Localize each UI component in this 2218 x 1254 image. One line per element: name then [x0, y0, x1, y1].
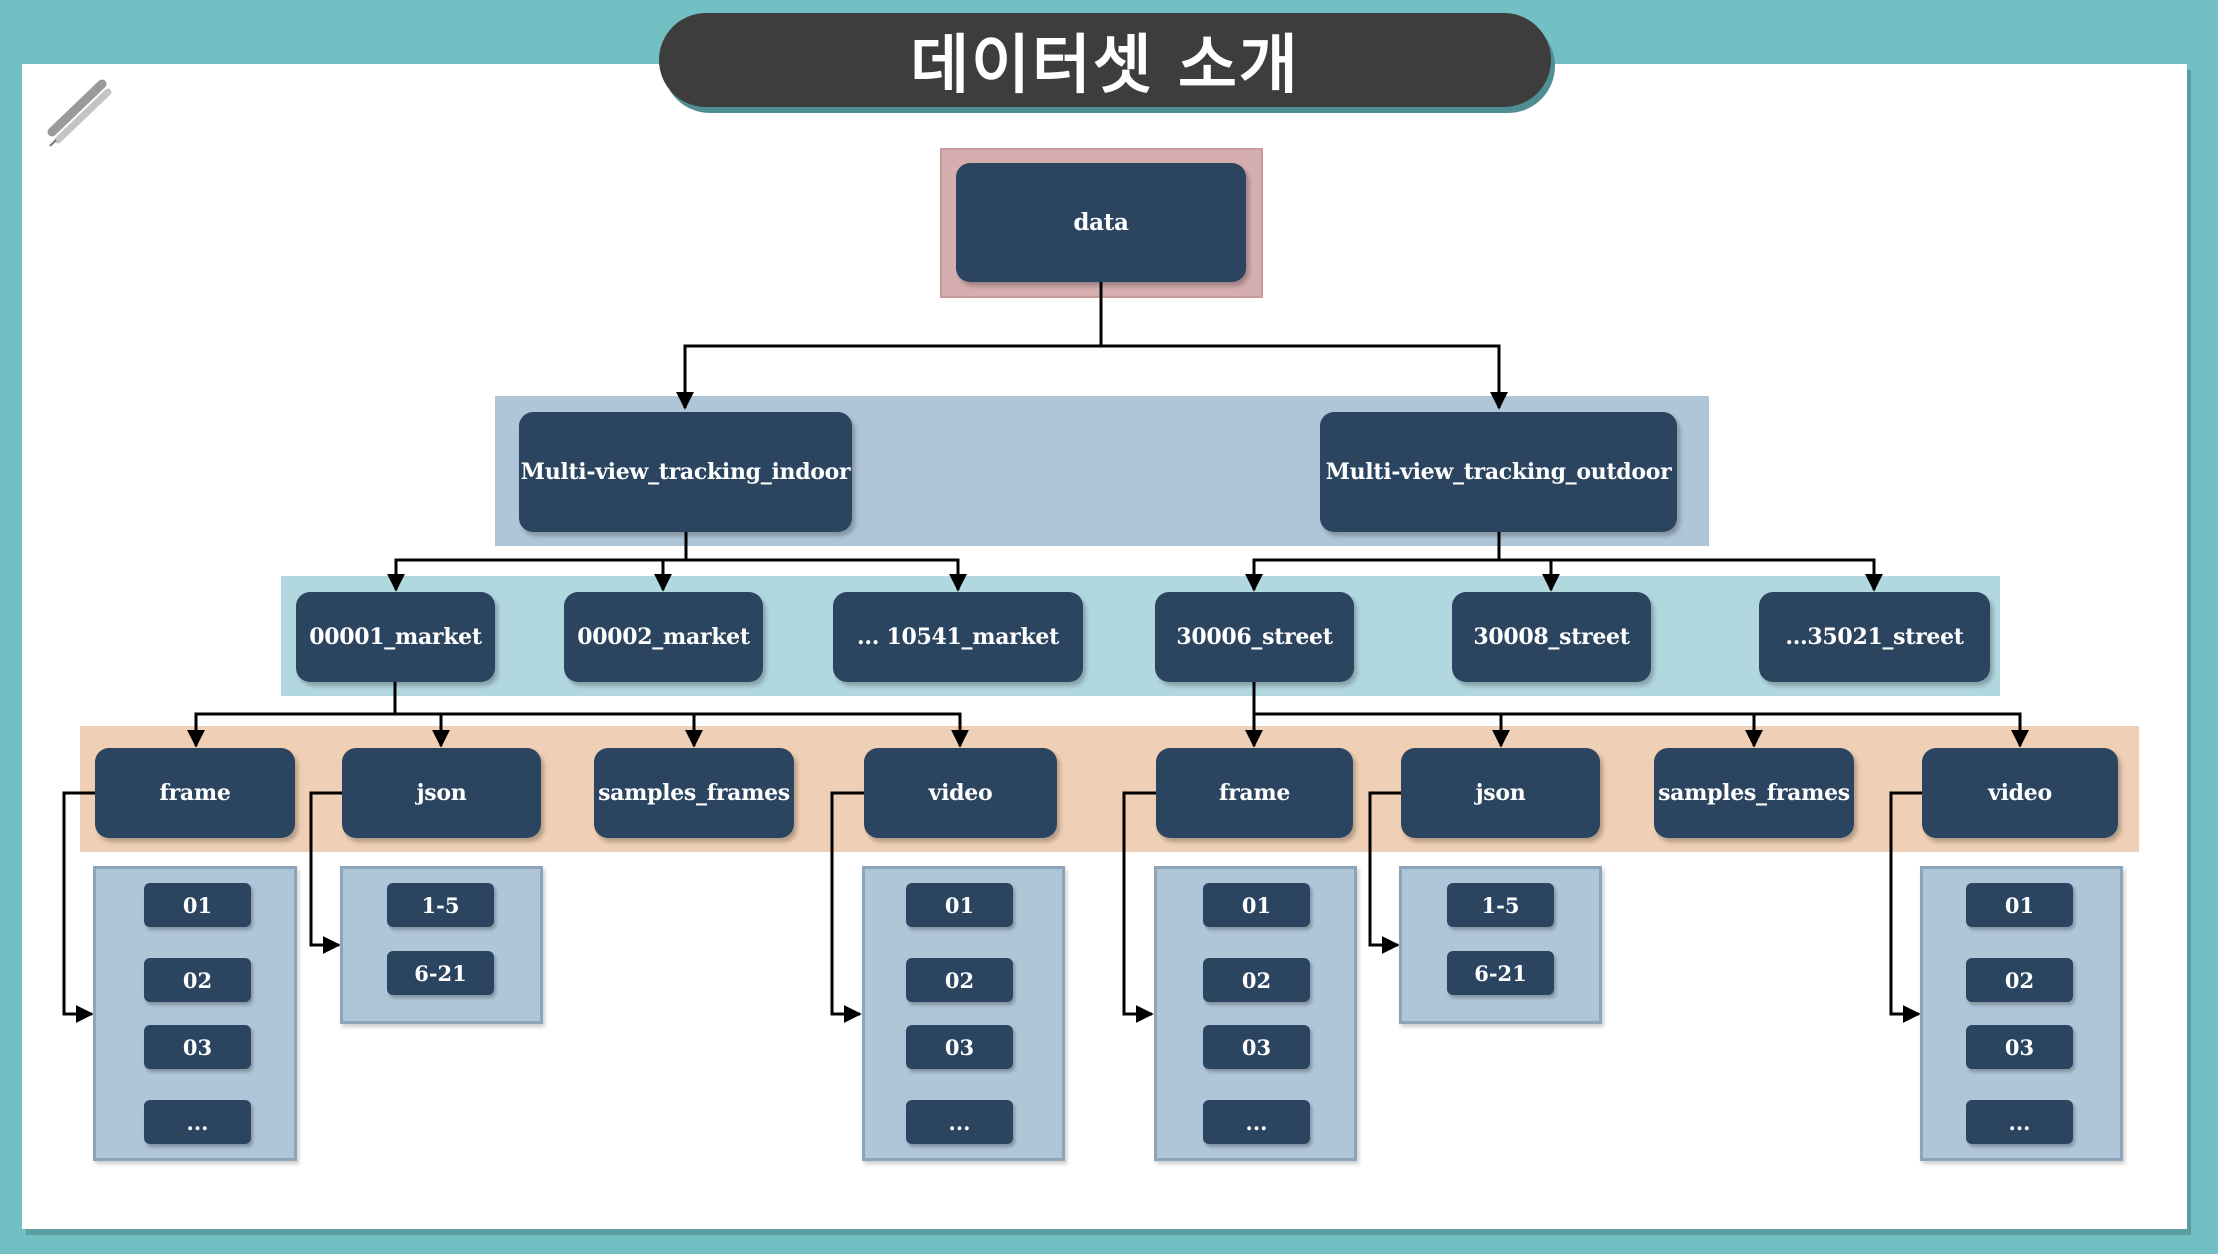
- node-35021-street: ...35021_street: [1759, 592, 1990, 682]
- chip-item: 01: [1966, 883, 2073, 927]
- pencil-icon: [47, 79, 112, 147]
- node-label: video: [928, 780, 993, 806]
- chip-item: 02: [1966, 958, 2073, 1002]
- chip-item: 03: [144, 1025, 251, 1069]
- node-label: samples_frames: [598, 780, 790, 806]
- title-banner: 데이터셋 소개: [659, 13, 1551, 107]
- chip-item: 1-5: [1447, 883, 1554, 927]
- chip-item: 01: [906, 883, 1013, 927]
- node-samples-frames-left: samples_frames: [594, 748, 794, 838]
- node-json-right: json: [1401, 748, 1600, 838]
- node-indoor: Multi-view_tracking_indoor: [519, 412, 852, 532]
- chip-item: 1-5: [387, 883, 494, 927]
- chip-item: 03: [906, 1025, 1013, 1069]
- node-frame-left: frame: [95, 748, 295, 838]
- node-label: data: [1073, 209, 1129, 236]
- chip-item: 01: [1203, 883, 1310, 927]
- node-30008-street: 30008_street: [1452, 592, 1651, 682]
- chip-item: ...: [1203, 1100, 1310, 1144]
- chip-item: 02: [144, 958, 251, 1002]
- chip-item: 02: [906, 958, 1013, 1002]
- node-video-left: video: [864, 748, 1057, 838]
- node-video-right: video: [1922, 748, 2118, 838]
- chip-item: ...: [906, 1100, 1013, 1144]
- node-label: 00001_market: [309, 624, 482, 650]
- chip-item: ...: [1966, 1100, 2073, 1144]
- node-samples-frames-right: samples_frames: [1654, 748, 1854, 838]
- node-10541-market: ... 10541_market: [833, 592, 1083, 682]
- node-label: json: [1475, 780, 1526, 806]
- node-label: 30008_street: [1473, 624, 1630, 650]
- chip-item: 02: [1203, 958, 1310, 1002]
- chip-item: 03: [1966, 1025, 2073, 1069]
- chip-item: 6-21: [1447, 951, 1554, 995]
- chip-item: ...: [144, 1100, 251, 1144]
- node-00001-market: 00001_market: [296, 592, 495, 682]
- node-30006-street: 30006_street: [1155, 592, 1354, 682]
- node-root-data: data: [956, 163, 1246, 282]
- node-label: Multi-view_tracking_indoor: [520, 459, 851, 485]
- node-label: ...35021_street: [1785, 624, 1964, 650]
- node-frame-right: frame: [1156, 748, 1353, 838]
- chip-item: 6-21: [387, 951, 494, 995]
- node-outdoor: Multi-view_tracking_outdoor: [1320, 412, 1677, 532]
- chip-item: 03: [1203, 1025, 1310, 1069]
- node-label: 00002_market: [577, 624, 750, 650]
- node-label: frame: [159, 780, 231, 806]
- node-label: frame: [1218, 780, 1291, 806]
- node-00002-market: 00002_market: [564, 592, 763, 682]
- node-label: video: [1988, 780, 2052, 806]
- node-label: 30006_street: [1176, 624, 1333, 650]
- node-json-left: json: [342, 748, 541, 838]
- chip-item: 01: [144, 883, 251, 927]
- page-title: 데이터셋 소개: [910, 29, 1300, 103]
- node-label: samples_frames: [1658, 780, 1850, 806]
- level2-band: [281, 576, 2000, 696]
- node-label: json: [416, 780, 467, 806]
- node-label: ... 10541_market: [857, 624, 1059, 650]
- node-label: Multi-view_tracking_outdoor: [1325, 459, 1672, 485]
